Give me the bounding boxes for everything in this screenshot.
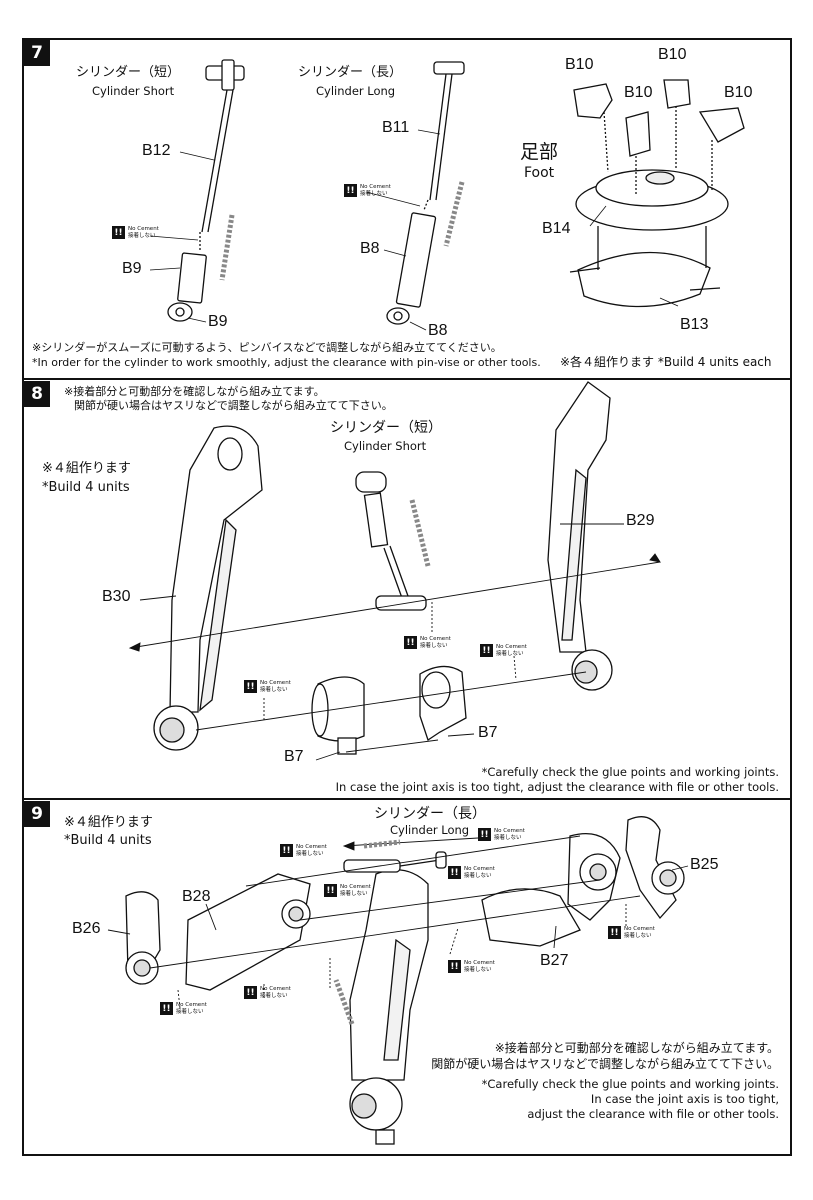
part-label-b10: B10 <box>658 46 687 63</box>
part-label-b28: B28 <box>182 888 211 905</box>
part-label-b9: B9 <box>208 313 228 330</box>
part-label-b29: B29 <box>626 512 655 529</box>
step-8-bottom-note-1: *Carefully check the glue points and wor… <box>481 765 779 779</box>
long-cylinder-en: Cylinder Long <box>316 84 396 98</box>
part-label-b12: B12 <box>142 142 171 159</box>
warning-icon: !! <box>480 644 493 658</box>
step-8-cylinder-en: Cylinder Short <box>344 439 427 453</box>
part-label-b13: B13 <box>680 316 709 333</box>
warning-icon: !! <box>112 226 125 240</box>
part-label-b9: B9 <box>122 260 142 277</box>
part-label-b10: B10 <box>624 84 653 101</box>
part-label-b25: B25 <box>690 856 719 873</box>
step-9-jp-note-1: ※接着部分と可動部分を確認しながら組み立てます。 <box>494 1041 779 1055</box>
warning-icon: !! <box>280 844 293 858</box>
part-label-b10: B10 <box>565 56 594 73</box>
warning-icon: !! <box>608 926 621 940</box>
step-9-en-note-3: adjust the clearance with file or other … <box>527 1107 779 1121</box>
warning-icon: !! <box>478 828 491 842</box>
warning-icon: !! <box>448 960 461 974</box>
foot-en: Foot <box>524 165 555 181</box>
step-9-jp-note-2: 関節が硬い場合はヤスリなどで調整しながら組み立てて下さい。 <box>431 1057 779 1071</box>
step-8-top-note-2: 関節が硬い場合はヤスリなどで調整しながら組み立てて下さい。 <box>74 399 393 412</box>
step-number-8: 8 <box>24 381 50 407</box>
step-9-cylinder-en: Cylinder Long <box>390 823 470 837</box>
step-9-build-en: *Build 4 units <box>64 833 152 848</box>
part-label-b30: B30 <box>102 588 131 605</box>
foot-jp: 足部 <box>520 141 559 163</box>
part-label-b8: B8 <box>428 322 448 339</box>
instruction-frame <box>22 38 792 1156</box>
step-8-build-jp: ※４組作ります <box>42 461 131 476</box>
step-8-bottom-note-2: In case the joint axis is too tight, adj… <box>335 780 779 794</box>
warning-icon: !! <box>448 866 461 880</box>
part-label-b27: B27 <box>540 952 569 969</box>
step-number-7: 7 <box>24 40 50 66</box>
part-label-b26: B26 <box>72 920 101 937</box>
step-9-cylinder-jp: シリンダー（長） <box>374 806 486 822</box>
step-9-en-note-2: In case the joint axis is too tight, <box>590 1092 779 1106</box>
warning-icon: !! <box>244 986 257 1000</box>
warning-icon: !! <box>324 884 337 898</box>
part-label-b8: B8 <box>360 240 380 257</box>
divider-8-9 <box>22 798 792 800</box>
warning-icon: !! <box>160 1002 173 1016</box>
part-label-b11: B11 <box>382 119 410 136</box>
part-label-b14: B14 <box>542 220 571 237</box>
step-9-en-note-1: *Carefully check the glue points and wor… <box>481 1077 779 1091</box>
warning-icon: !! <box>244 680 257 694</box>
warning-icon: !! <box>344 184 357 198</box>
step-number-9: 9 <box>24 801 50 827</box>
long-cylinder-jp: シリンダー（長） <box>298 65 403 80</box>
step-8-build-en: *Build 4 units <box>42 480 130 495</box>
step-7-units-note: ※各４組作ります *Build 4 units each <box>560 355 772 369</box>
divider-7-8 <box>22 378 792 380</box>
short-cylinder-en: Cylinder Short <box>92 84 175 98</box>
warning-icon: !! <box>404 636 417 650</box>
part-label-b10: B10 <box>724 84 753 101</box>
short-cylinder-jp: シリンダー（短） <box>76 65 181 80</box>
step-8-top-note-1: ※接着部分と可動部分を確認しながら組み立てます。 <box>64 385 325 398</box>
step-7-note-en: *In order for the cylinder to work smoot… <box>32 356 541 369</box>
step-9-build-jp: ※４組作ります <box>64 815 153 830</box>
part-label-b7: B7 <box>284 748 304 765</box>
step-7-note-jp: ※シリンダーがスムーズに可動するよう、ピンバイスなどで調整しながら組み立ててくだ… <box>32 341 502 354</box>
step-8-cylinder-jp: シリンダー（短） <box>330 420 442 436</box>
part-label-b7: B7 <box>478 724 498 741</box>
